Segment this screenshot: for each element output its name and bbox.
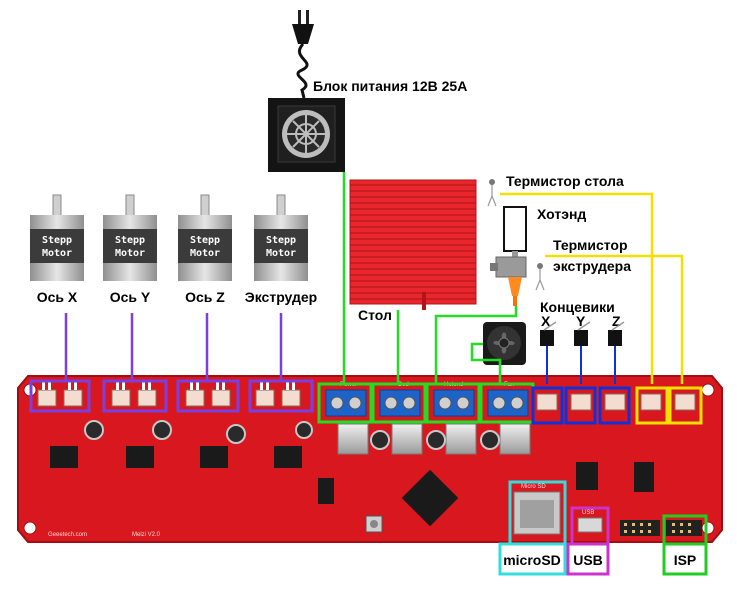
motor-y-label: Ось Y — [110, 289, 151, 305]
heated-bed — [350, 180, 476, 310]
bed-label: Стол — [358, 307, 392, 323]
silk-brand: Geeetech.com — [48, 532, 87, 538]
motor-wires — [66, 313, 281, 380]
power-supply-label: Блок питания 12В 25А — [313, 78, 467, 94]
motor-y-text2: Motor — [115, 248, 145, 259]
endstop-y-label: Y — [576, 313, 586, 329]
motor-e-text2: Motor — [266, 248, 296, 259]
motor-e-text1: Stepp — [266, 235, 296, 246]
power-supply-unit — [268, 98, 345, 172]
extruder-thermistor-label-line2: экструдера — [553, 258, 631, 274]
motor-z-text1: Stepp — [190, 235, 220, 246]
extruder-thermistor-label-line1: Термистор — [553, 237, 628, 253]
motor-e-label: Экструдер — [245, 289, 317, 305]
motor-y-text1: Stepp — [115, 235, 145, 246]
motor-x-label: Ось X — [37, 289, 78, 305]
extruder-thermistor-icon — [536, 263, 544, 290]
motor-x-text1: Stepp — [42, 235, 72, 246]
motor-z-text2: Motor — [190, 248, 220, 259]
motor-x-text2: Motor — [42, 248, 72, 259]
silk-usb: USB — [582, 510, 594, 516]
hotend-icon — [490, 207, 526, 306]
microsd-label: microSD — [503, 552, 561, 568]
silk-microsd: Micro SD — [521, 484, 546, 490]
thermistor-wires — [500, 194, 682, 384]
usb-label: USB — [573, 552, 603, 568]
hotend-label: Хотэнд — [537, 206, 586, 222]
power-plug-icon — [292, 10, 314, 98]
fan-icon — [483, 322, 526, 365]
motor-z-label: Ось Z — [185, 289, 225, 305]
isp-label: ISP — [674, 552, 697, 568]
bed-thermistor-label: Термистор стола — [506, 173, 624, 189]
silk-model: Melzi V2.0 — [132, 532, 161, 538]
bed-thermistor-icon — [488, 179, 496, 206]
